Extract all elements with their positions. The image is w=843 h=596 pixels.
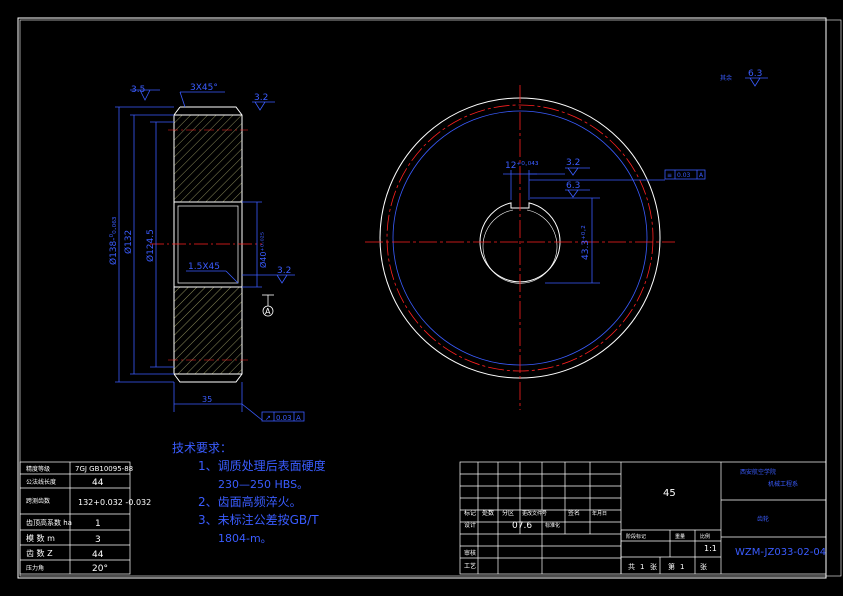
runout-datum: A [296, 414, 301, 422]
roughness-left-label: 3.5 [131, 85, 145, 95]
title-block [459, 461, 827, 575]
scale-label: 1:1 [704, 544, 717, 553]
sheet-label: 第 [668, 562, 675, 571]
note-1b: 230—250 HBS。 [218, 478, 308, 491]
stage-label: 重量 [675, 533, 685, 540]
notes-heading: 技术要求： [172, 441, 232, 455]
gear-outline [173, 106, 243, 383]
sheet-label: 共 [628, 562, 635, 571]
param-value: 3 [95, 535, 101, 545]
param-value: 7GJ GB10095-88 [75, 465, 133, 473]
keyway-depth-label: 43.3⁺⁰·² [581, 225, 591, 260]
bore-roughness-label: 3.2 [277, 266, 291, 276]
rest-label: 其余 [720, 74, 732, 82]
param-label: 公法线长度 [26, 478, 56, 486]
outer-frame [17, 17, 827, 579]
dia-pitch-label: Ø132 [123, 230, 134, 254]
inner-frame [19, 19, 842, 577]
param-value: 44 [92, 550, 104, 560]
mark-label: 签名 [568, 509, 580, 517]
chamfer-top-label: 3X45° [190, 83, 218, 93]
note-3b: 1804-m。 [218, 532, 272, 545]
sym-value: 0.03 [677, 172, 691, 179]
mark-label: 年月日 [592, 510, 607, 517]
param-label: 压力角 [26, 564, 44, 572]
param-value: 20° [92, 564, 108, 574]
keyway-side-roughness-label: 6.3 [566, 181, 580, 191]
hatch-upper [174, 115, 242, 202]
hatch-lower [174, 287, 242, 374]
datum-a-label: A [265, 307, 271, 316]
standard-label: 标准化 [545, 522, 560, 529]
runout-symbol: ↗ [265, 414, 271, 422]
bore-keyway [479, 202, 561, 283]
bore-outline [173, 201, 243, 288]
param-table-text: 精度等级 7GJ GB10095-88 公法线长度 44 跨测齿数 132+0.… [26, 465, 151, 574]
dia-root-label: Ø124.5 [145, 229, 156, 262]
roughness-right-label: 3.2 [254, 93, 268, 103]
param-label: 齿顶高系数 ha [26, 518, 72, 527]
mark-label: 处数 [482, 509, 494, 517]
sheet-label: 1 [640, 563, 644, 571]
bore-chamfer-line [177, 205, 239, 284]
sheet-label: 张 [650, 562, 657, 571]
bore-chamfer-label: 1.5X45 [188, 262, 220, 272]
process-label: 工艺 [464, 562, 476, 570]
sym-symbol: ≡ [667, 172, 672, 179]
date-label: 07.6 [512, 521, 532, 531]
runout-value: 0.03 [276, 414, 292, 422]
param-label: 模 数 m [26, 533, 55, 543]
keyway-width-label: 12⁺⁰·⁰⁴³ [505, 161, 539, 171]
sym-datum: A [699, 172, 704, 179]
design-label: 设计 [464, 521, 476, 529]
note-1: 1、调质处理后表面硬度 [198, 458, 326, 473]
drawing-no-label: WZM-JZ033-02-04 [735, 547, 826, 558]
stage-label: 阶段标记 [626, 533, 646, 540]
mark-label: 更改文件号 [522, 510, 547, 517]
note-3: 3、未标注公差按GB/T [198, 512, 319, 527]
dia-outer-label: Ø138-⁰₀.₀₆₃ [108, 216, 119, 265]
sheet-label: 张 [700, 562, 707, 571]
stage-label: 比例 [700, 533, 710, 540]
width-label: 35 [202, 395, 212, 404]
material-label: 45 [663, 488, 676, 499]
note-2: 2、齿面高频淬火。 [198, 494, 302, 509]
bore-dia-label: Ø40⁺⁰·⁰²⁵ [258, 232, 268, 268]
mark-label: 分区 [502, 509, 514, 517]
org-label: 西安航空学院 [740, 468, 776, 476]
rest-roughness-label: 6.3 [748, 69, 762, 79]
mark-label-design: 标记 [464, 509, 476, 517]
param-label: 精度等级 [26, 465, 50, 473]
param-value: 44 [92, 478, 104, 488]
param-table [19, 461, 131, 575]
param-value: 1 [95, 519, 101, 529]
approve-label: 审核 [464, 549, 476, 557]
front-view [365, 77, 768, 410]
param-label: 齿 数 Z [26, 548, 53, 558]
keyway-roughness-label: 3.2 [566, 158, 580, 168]
title-block-text: 45 西安航空学院 机械工程系 齿轮 WZM-JZ033-02-04 1:1 标… [464, 468, 826, 571]
param-value: 132+0.032 -0.032 [78, 498, 151, 507]
side-view [115, 89, 305, 422]
school-label: 机械工程系 [768, 480, 798, 488]
param-label: 跨测齿数 [26, 497, 50, 505]
sheet-label: 1 [680, 563, 684, 571]
part-name-label: 齿轮 [757, 515, 769, 523]
